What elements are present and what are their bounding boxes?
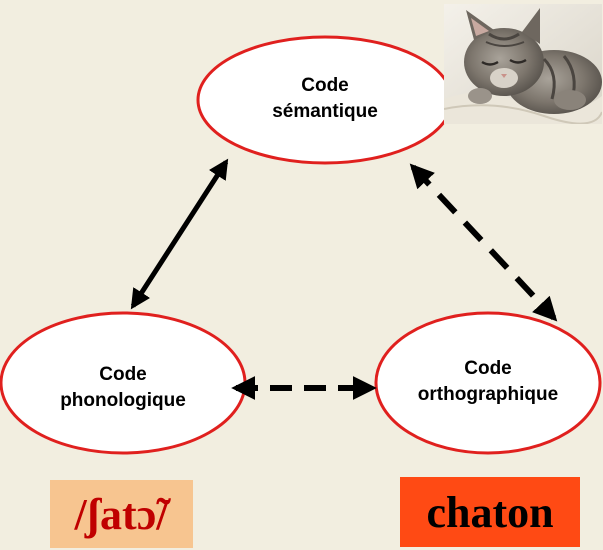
semantic-line1: Code	[301, 75, 349, 96]
semantic-orthographic-arrow	[409, 163, 558, 322]
orthographic-node-label: Code orthographique	[388, 356, 588, 408]
kitten-image	[444, 4, 602, 124]
written-word-box: chaton	[400, 477, 580, 547]
phonetic-transcription-box: /ʃatɔ̃/	[50, 480, 193, 548]
written-word: chaton	[426, 487, 554, 537]
phonological-node-label: Code phonologique	[23, 362, 223, 414]
phonological-line2: phonologique	[60, 390, 186, 411]
kitten-photo	[444, 4, 602, 124]
orthographic-line2: orthographique	[417, 384, 559, 405]
phonological-line1: Code	[99, 364, 147, 385]
semantic-node-label: Code sémantique	[225, 73, 425, 125]
semantic-line2: sémantique	[272, 101, 378, 122]
phonetic-transcription: /ʃatɔ̃/	[74, 489, 169, 539]
orthographic-line1: Code	[464, 358, 512, 379]
semantic-phonological-arrow	[130, 158, 229, 310]
